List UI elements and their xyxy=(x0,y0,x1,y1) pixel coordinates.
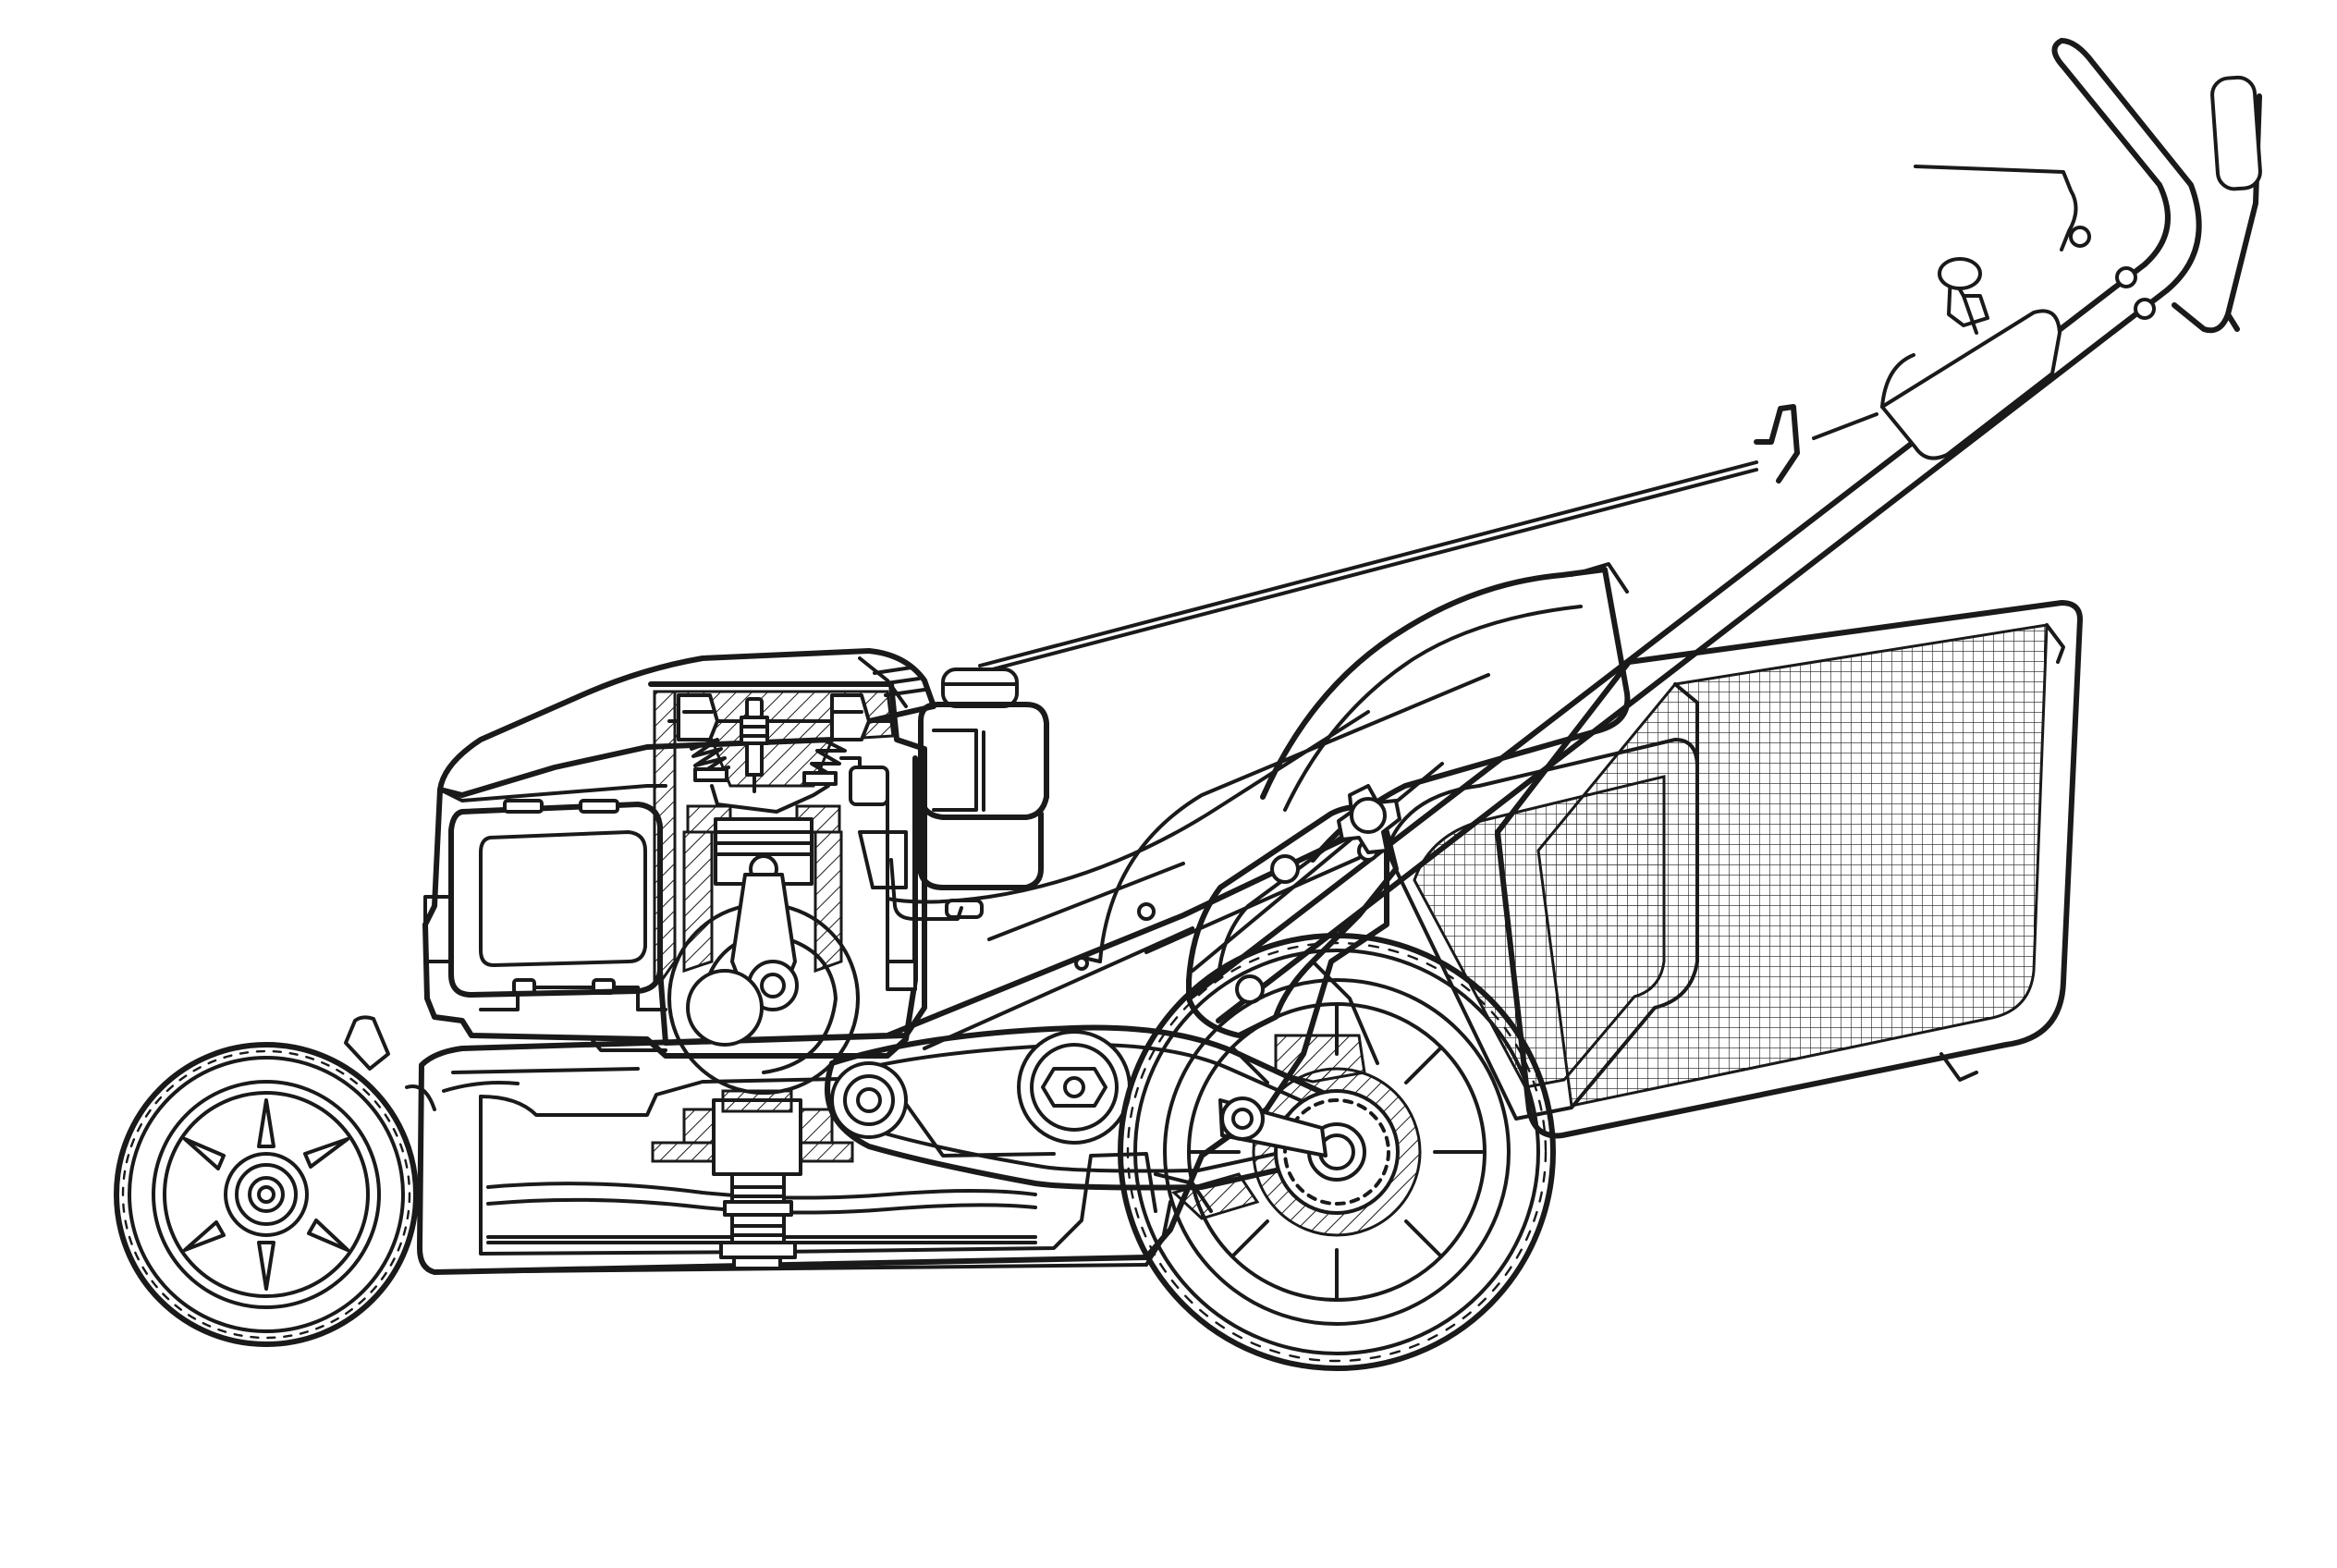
spindle-assembly xyxy=(651,1089,854,1270)
rear-housing xyxy=(1260,562,1631,863)
idler-pulley xyxy=(1017,1030,1132,1145)
engine-pulley xyxy=(830,1061,908,1139)
grass-catcher xyxy=(1385,600,2083,1139)
front-wheel xyxy=(114,1015,436,1347)
rear-wheel xyxy=(1118,933,1556,1371)
control-cable xyxy=(886,460,1758,967)
deck-skirt xyxy=(433,1200,1172,1274)
air-filter xyxy=(448,799,663,998)
handle xyxy=(1186,38,2262,1023)
fuel-tank xyxy=(889,668,1049,921)
drive-arm xyxy=(1186,784,1401,1065)
valve-springs xyxy=(690,738,847,786)
engine-cutaway xyxy=(648,681,927,1095)
front-wheel-spokes xyxy=(183,1098,349,1291)
engine-housing xyxy=(422,648,936,1059)
crankshaft xyxy=(667,873,860,1095)
rear-wheel-tread xyxy=(1126,941,1548,1363)
spark-plug xyxy=(740,697,769,793)
